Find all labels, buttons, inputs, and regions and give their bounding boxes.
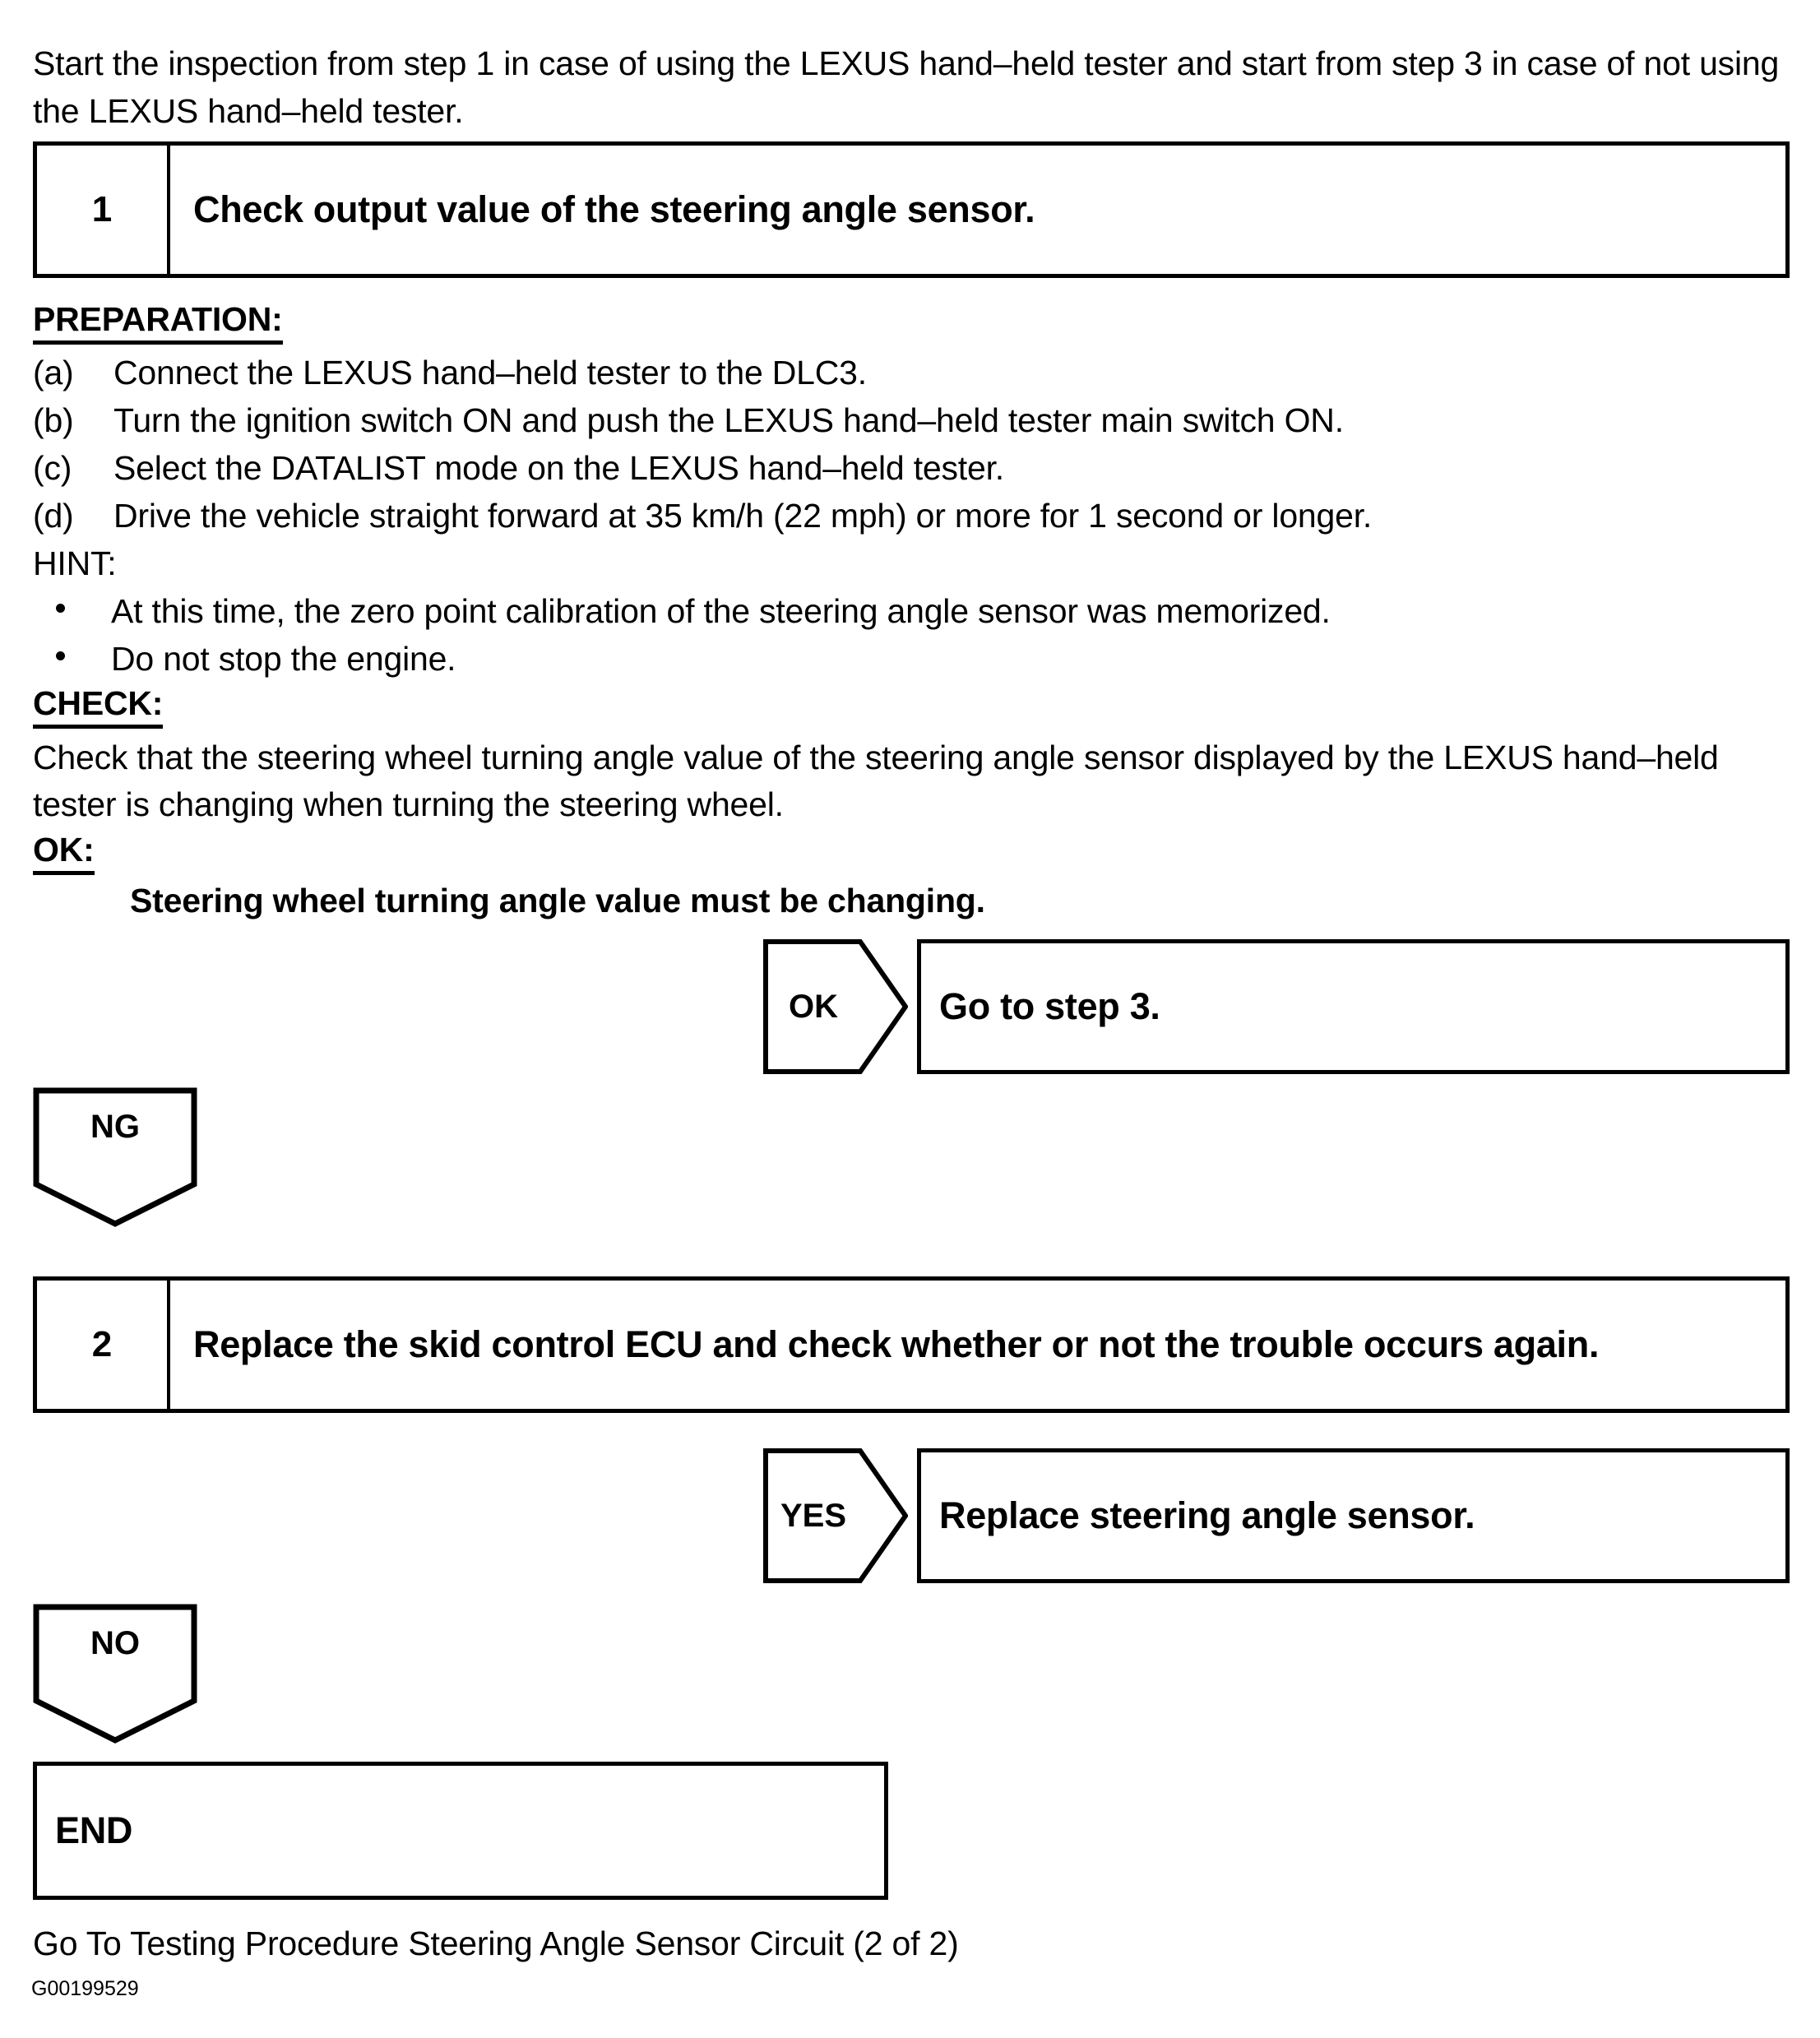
check-label: CHECK: — [33, 684, 163, 729]
no-branch-arrow: NO — [33, 1604, 197, 1744]
step-2-box: 2 Replace the skid control ECU and check… — [33, 1276, 1790, 1413]
yes-branch-result-box: Replace steering angle sensor. — [917, 1448, 1790, 1583]
step-1-title-text: Check output value of the steering angle… — [193, 188, 1035, 230]
right-arrow-icon — [763, 939, 908, 1074]
bullet-icon — [33, 588, 111, 634]
hint-item-1: At this time, the zero point calibration… — [33, 588, 1760, 634]
hint-item-1-text: At this time, the zero point calibration… — [111, 592, 1331, 630]
preparation-item-a: (a) Connect the LEXUS hand–held tester t… — [33, 350, 1760, 396]
ng-branch-arrow: NG — [33, 1087, 197, 1227]
preparation-item-c-mark: (c) — [33, 449, 72, 487]
hint-item-2-text: Do not stop the engine. — [111, 640, 456, 678]
preparation-item-b: (b) Turn the ignition switch ON and push… — [33, 397, 1760, 443]
end-box: END — [33, 1762, 888, 1900]
ok-branch-label: OK — [789, 988, 838, 1025]
step-2-number: 2 — [37, 1281, 170, 1409]
preparation-item-c-text: Select the DATALIST mode on the LEXUS ha… — [113, 449, 1004, 487]
down-arrow-icon — [33, 1087, 197, 1227]
hint-label: HINT: — [33, 544, 117, 582]
ok-section-label: OK: — [33, 831, 95, 875]
preparation-label: PREPARATION: — [33, 300, 283, 345]
ok-branch-result-box: Go to step 3. — [917, 939, 1790, 1074]
no-branch-label: NO — [90, 1624, 140, 1661]
preparation-item-b-mark: (b) — [33, 401, 74, 439]
preparation-item-c: (c) Select the DATALIST mode on the LEXU… — [33, 445, 1760, 491]
down-arrow-icon — [33, 1604, 197, 1744]
preparation-item-a-text: Connect the LEXUS hand–held tester to th… — [113, 354, 867, 391]
step-2-title: Replace the skid control ECU and check w… — [170, 1281, 1785, 1409]
preparation-item-d-text: Drive the vehicle straight forward at 35… — [113, 497, 1373, 535]
footer-code: G00199529 — [31, 1977, 139, 2000]
ok-branch-result-text: Go to step 3. — [939, 985, 1160, 1027]
step-1-box: 1 Check output value of the steering ang… — [33, 141, 1790, 278]
yes-branch-arrow: YES — [763, 1448, 908, 1583]
yes-branch-label: YES — [780, 1497, 847, 1534]
step-2-title-text: Replace the skid control ECU and check w… — [193, 1323, 1600, 1365]
preparation-item-d-mark: (d) — [33, 497, 74, 535]
preparation-label-text: PREPARATION: — [33, 300, 283, 345]
ok-section-label-text: OK: — [33, 831, 95, 875]
step-1-title: Check output value of the steering angle… — [170, 146, 1785, 274]
ok-branch-arrow: OK — [763, 939, 908, 1074]
step-1-number: 1 — [37, 146, 170, 274]
footer-reference: Go To Testing Procedure Steering Angle S… — [33, 1925, 959, 1962]
yes-branch-result-text: Replace steering angle sensor. — [939, 1494, 1475, 1536]
preparation-item-d: (d) Drive the vehicle straight forward a… — [33, 493, 1760, 539]
ok-section-text: Steering wheel turning angle value must … — [130, 882, 985, 919]
right-arrow-icon — [763, 1448, 908, 1583]
hint-item-2: Do not stop the engine. — [33, 636, 1760, 682]
preparation-item-a-mark: (a) — [33, 354, 74, 391]
intro-paragraph: Start the inspection from step 1 in case… — [33, 44, 1780, 130]
check-text: Check that the steering wheel turning an… — [33, 739, 1719, 823]
ng-branch-label: NG — [90, 1108, 140, 1145]
bullet-icon — [33, 636, 111, 682]
end-box-label: END — [55, 1809, 133, 1851]
preparation-item-b-text: Turn the ignition switch ON and push the… — [113, 401, 1344, 439]
check-label-text: CHECK: — [33, 684, 163, 729]
